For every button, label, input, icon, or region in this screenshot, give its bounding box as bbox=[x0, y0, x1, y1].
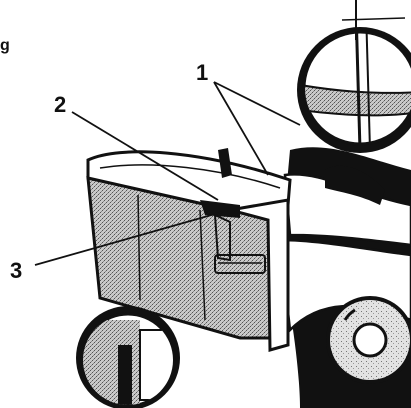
callout-2: 2 bbox=[54, 92, 66, 117]
leader-3 bbox=[34, 211, 223, 266]
mower-body bbox=[278, 147, 411, 408]
callout-3: 3 bbox=[10, 258, 22, 283]
detail-view-top bbox=[297, 0, 411, 153]
leader-1a bbox=[213, 81, 269, 176]
leader-2 bbox=[71, 111, 219, 201]
leader-lines bbox=[34, 81, 301, 266]
leader-1b bbox=[213, 81, 301, 126]
grass-bag bbox=[86, 148, 292, 352]
detail-view-bottom bbox=[76, 306, 180, 408]
callout-1: 1 bbox=[196, 60, 208, 85]
edge-text: g bbox=[0, 37, 10, 54]
